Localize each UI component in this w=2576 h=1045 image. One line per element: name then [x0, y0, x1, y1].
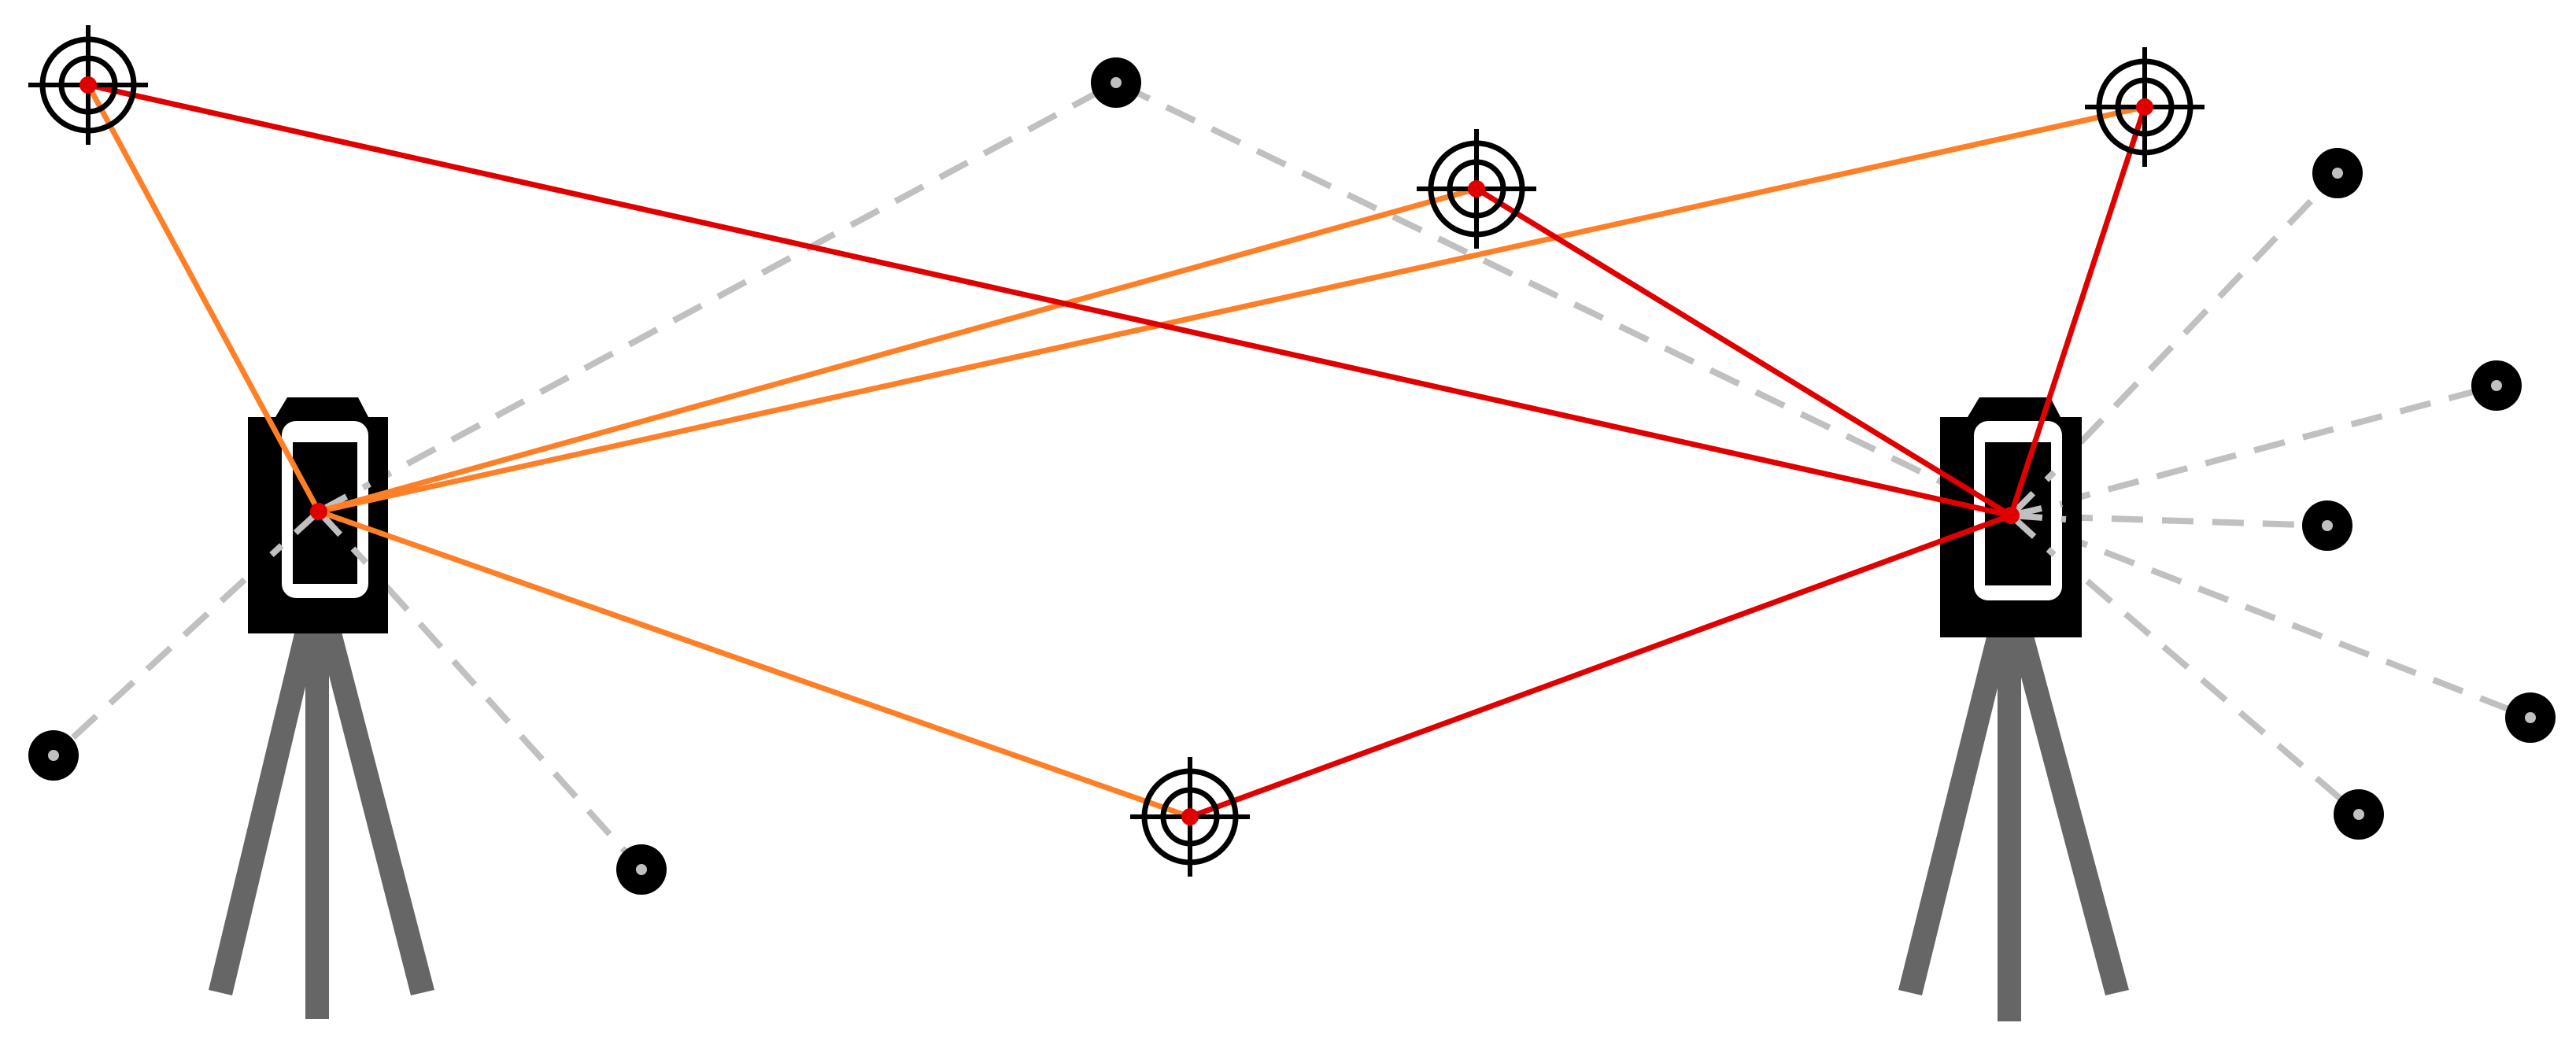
tripod-right — [1898, 618, 2129, 1021]
tripod-left — [209, 614, 434, 1019]
ray-left-to-target-bottom-center — [316, 508, 1193, 820]
tripod-leg — [1898, 618, 2015, 995]
ray-right-to-target-bottom-center — [1187, 512, 2014, 820]
ray-right-to-point-right-2 — [2009, 382, 2498, 519]
ray-right-to-target-top-left — [85, 82, 2014, 519]
ray-left-to-target-top-left — [85, 82, 322, 515]
station-center-right — [2002, 507, 2020, 524]
tripod-leg — [1998, 618, 2021, 1021]
tripod-leg — [305, 614, 329, 1019]
dash-tick — [269, 509, 321, 557]
survey-point-icon — [1091, 57, 1141, 108]
survey-point-icon — [2302, 500, 2352, 551]
dash-tick — [2009, 513, 2057, 557]
ray-left-to-target-top-center — [316, 186, 1480, 515]
survey-point-icon — [2471, 360, 2522, 411]
tripod-leg — [209, 614, 323, 995]
orange-rays — [85, 82, 2148, 820]
tripod-leg — [2005, 618, 2129, 995]
ray-right-to-point-right-4 — [2009, 512, 2532, 721]
dash-tick — [2009, 470, 2057, 518]
survey-point-icon — [2312, 148, 2363, 198]
survey-point-icon — [2505, 692, 2556, 743]
dash-tick — [2010, 512, 2067, 522]
survey-point-icon — [616, 844, 667, 895]
survey-point-icon — [28, 730, 79, 781]
tripod-leg — [313, 614, 434, 995]
survey-point-icon — [2334, 789, 2384, 840]
red-rays — [85, 82, 2148, 820]
ray-right-to-target-top-right — [2008, 104, 2148, 519]
ray-right-to-point-top-mid — [1114, 79, 2012, 519]
station-center-left — [310, 503, 327, 520]
ray-right-to-target-top-center — [1473, 186, 2014, 519]
ray-left-to-target-top-right — [316, 104, 2148, 515]
dash-tick — [316, 509, 368, 565]
